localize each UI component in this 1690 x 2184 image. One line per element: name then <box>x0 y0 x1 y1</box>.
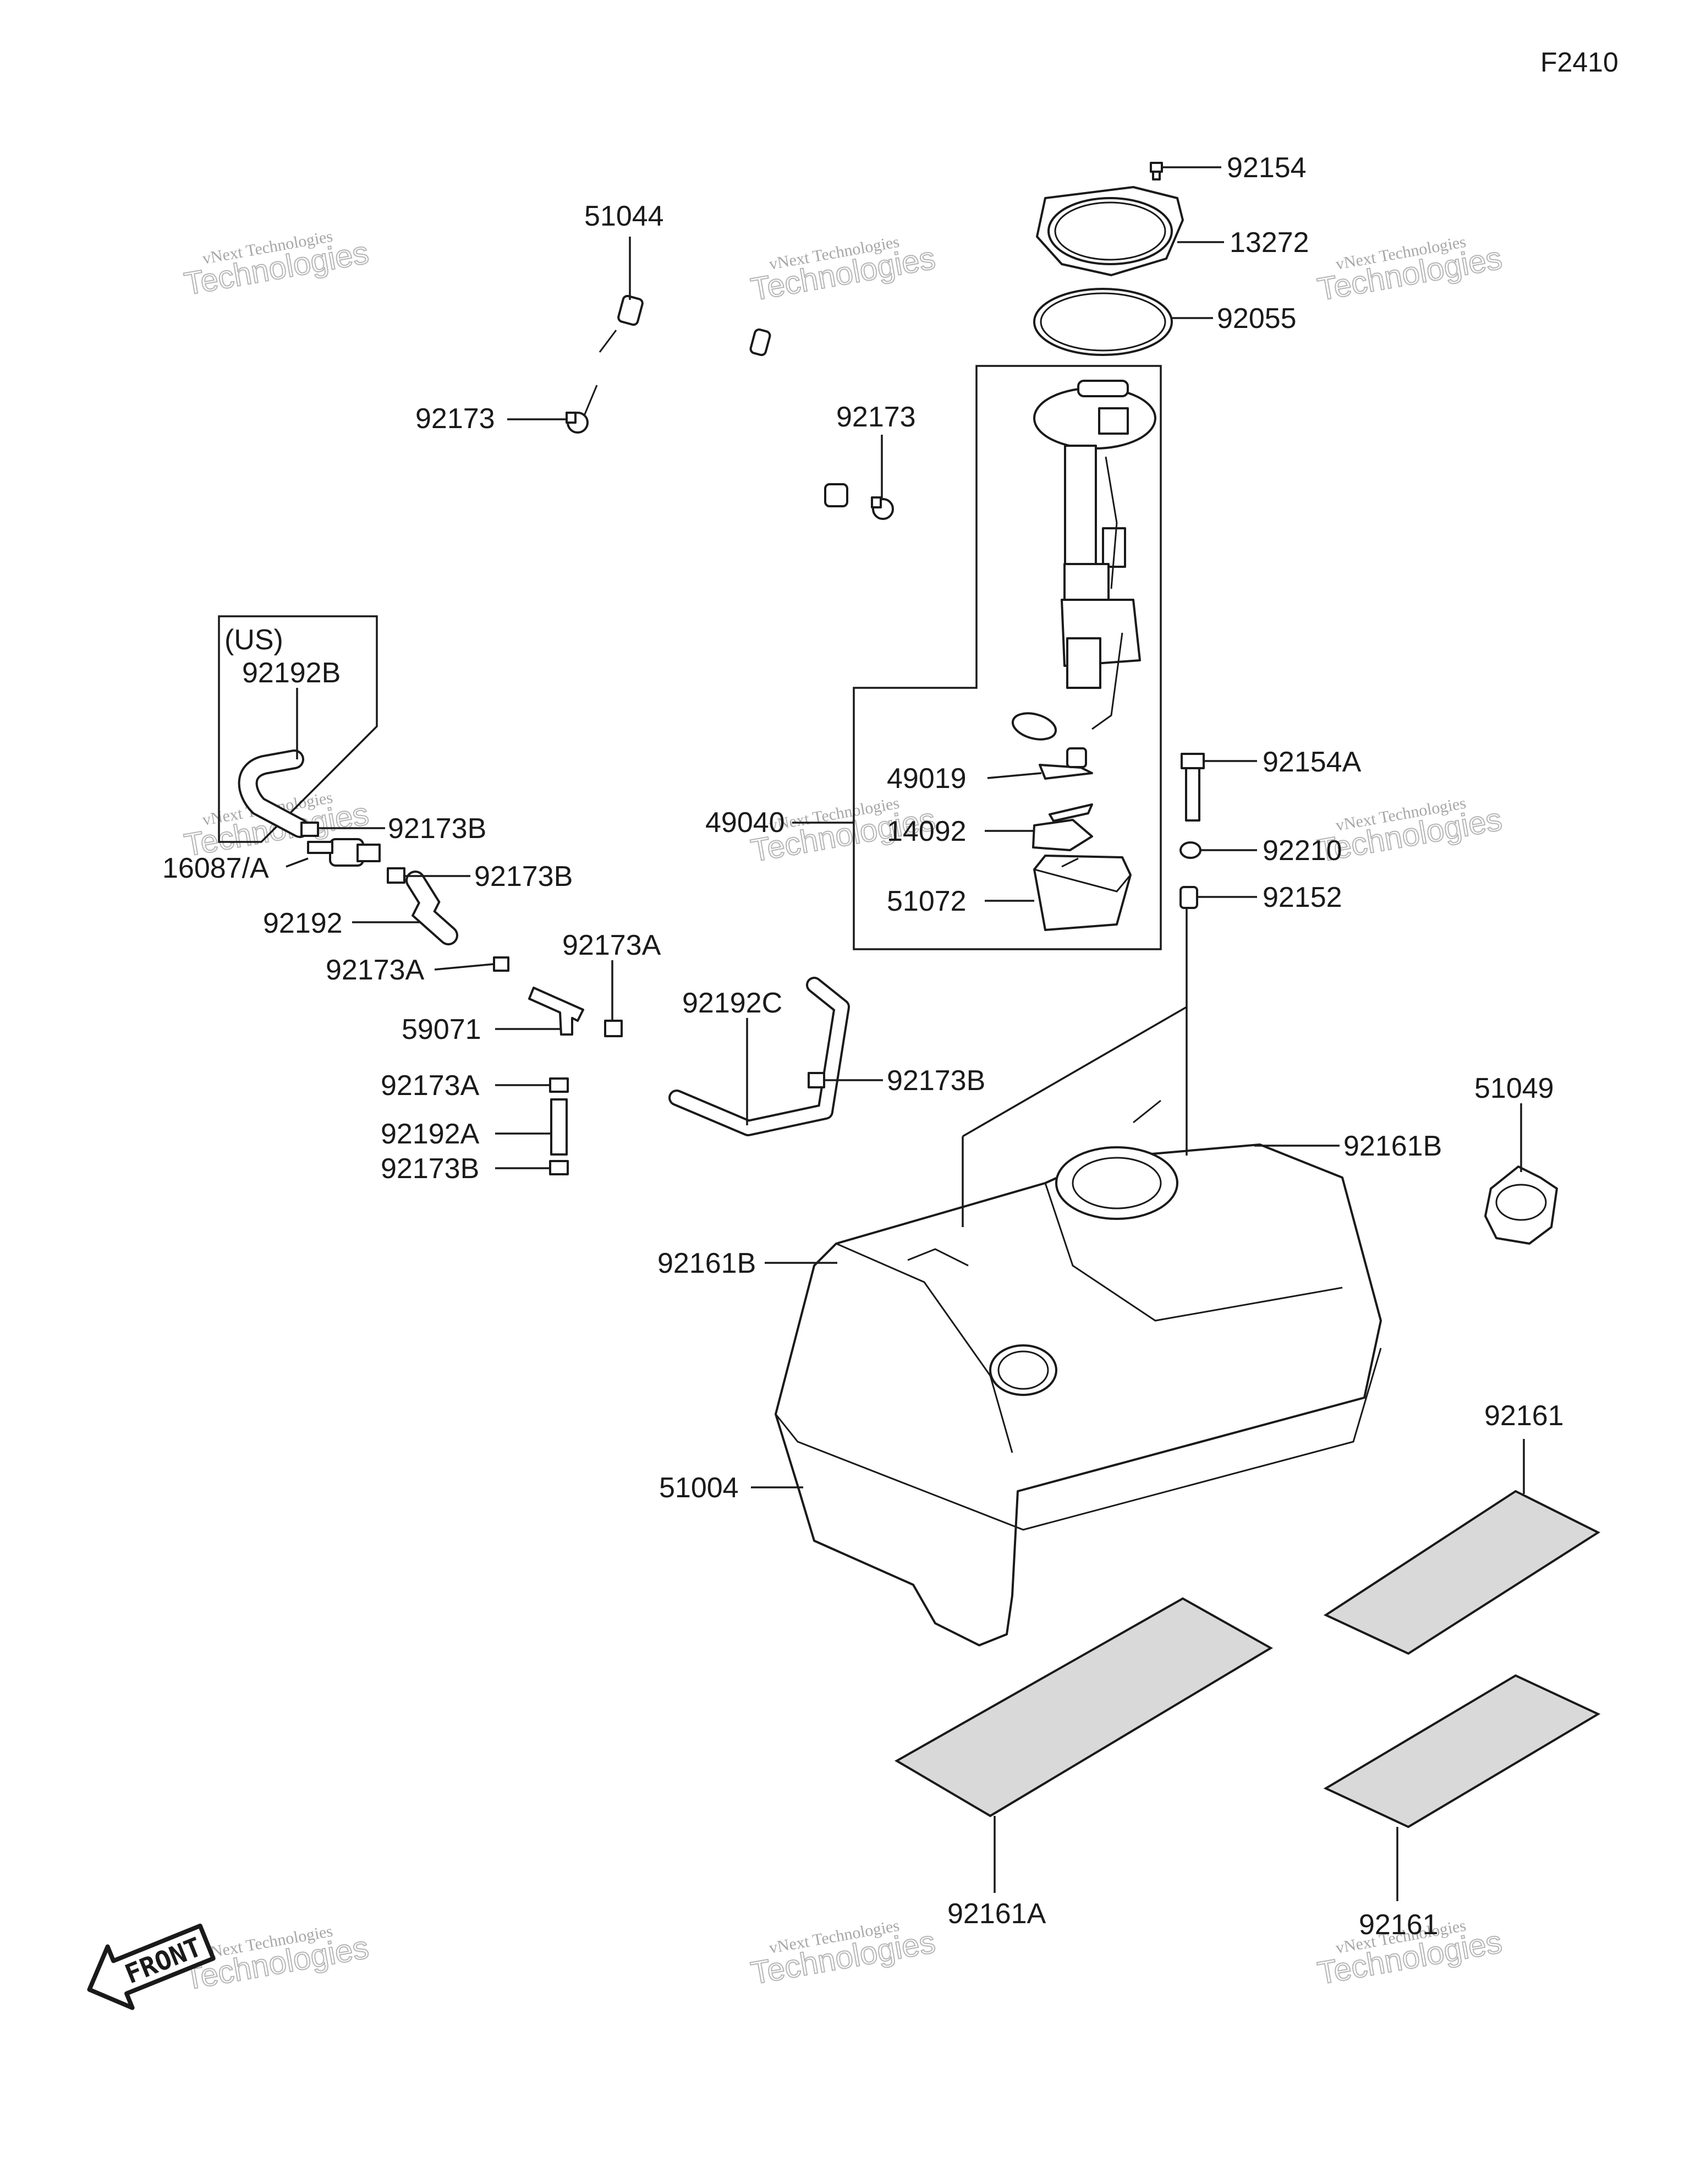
callout-92173: 92173 <box>415 403 495 435</box>
us-hose-group <box>218 615 378 843</box>
callout-14092: 14092 <box>887 815 967 847</box>
gasket-92055 <box>1033 288 1173 356</box>
callout-92161: 92161 <box>1484 1400 1564 1432</box>
clamp-icon <box>387 867 405 884</box>
hose-icon <box>668 977 850 1136</box>
callout-92173A: 92173A <box>381 1070 480 1102</box>
callout-92161B: 92161B <box>1343 1130 1442 1162</box>
callout-51004: 51004 <box>659 1472 739 1504</box>
callout-92192A: 92192A <box>381 1118 480 1150</box>
watermark: vNext Technologies Technologies <box>748 233 939 308</box>
callout-92161: 92161 <box>1359 1909 1439 1941</box>
callout-92210: 92210 <box>1263 835 1342 867</box>
callout-92192B: 92192B <box>242 657 341 689</box>
callout-labels: 51044 92173 92173 92154 13272 92055 4901… <box>162 152 1564 1941</box>
float-arm <box>1011 712 1057 741</box>
callout-92173B: 92173B <box>388 813 486 845</box>
fuel-pump-icon <box>1033 380 1156 730</box>
callout-92173A: 92173A <box>562 929 661 961</box>
callout-92152: 92152 <box>1263 882 1342 913</box>
fuel-pump-group-49040 <box>853 365 1162 950</box>
callout-92161B: 92161B <box>657 1247 756 1279</box>
pad-92161A <box>895 1597 1273 1818</box>
watermark: vNext Technologies Technologies <box>1314 233 1505 308</box>
figure-id: F2410 <box>1540 47 1618 78</box>
clamp-icon <box>493 956 509 972</box>
callout-51072: 51072 <box>887 885 967 917</box>
callout-59071: 59071 <box>402 1014 481 1046</box>
clamp-icon <box>549 1160 569 1175</box>
callout-92173: 92173 <box>836 401 916 433</box>
nut-92210 <box>1179 841 1201 859</box>
hose-92192A <box>550 1098 568 1156</box>
bolt-92154 <box>1150 162 1163 180</box>
callout-92154A: 92154A <box>1263 746 1362 778</box>
front-arrow-icon: FRONT <box>87 1923 216 2010</box>
callout-92173B: 92173B <box>887 1065 985 1097</box>
pad-92161-bottom <box>1323 1674 1601 1829</box>
fuel-cap-icon <box>1484 1165 1558 1245</box>
callout-92055: 92055 <box>1217 303 1297 335</box>
watermark: vNext Technologies Technologies <box>748 1917 939 1992</box>
callout-92161A: 92161A <box>947 1898 1046 1930</box>
clamp-icon <box>604 1020 623 1037</box>
breather-hose-51044 <box>569 294 849 507</box>
clamp-icon <box>808 1072 825 1088</box>
filter-cup-51072 <box>1033 855 1132 931</box>
tee-joint-59071 <box>528 987 584 1036</box>
callout-51049: 51049 <box>1474 1072 1554 1104</box>
callout-92173B: 92173B <box>474 861 573 893</box>
us-note: (US) <box>224 624 283 656</box>
watermark: vNext Technologies Technologies <box>181 227 372 303</box>
clamp-icon <box>566 412 589 434</box>
collar-92152 <box>1179 886 1198 909</box>
callout-13272: 13272 <box>1230 227 1309 259</box>
filter-49019 <box>1039 747 1093 780</box>
clamp-icon <box>300 822 319 837</box>
callout-49040: 49040 <box>705 807 785 839</box>
callout-92192C: 92192C <box>682 987 782 1019</box>
valve-16087A <box>307 838 381 867</box>
callout-92173B: 92173B <box>381 1153 479 1185</box>
hose-icon <box>405 871 458 945</box>
callout-92173A: 92173A <box>326 954 425 986</box>
pad-92161-top <box>1323 1490 1601 1655</box>
fuel-tank-icon <box>775 1099 1382 1646</box>
gasket-14092 <box>1032 803 1093 851</box>
callout-92154: 92154 <box>1227 152 1307 184</box>
callout-92192: 92192 <box>263 907 343 939</box>
hose-icon <box>238 749 310 838</box>
clamp-icon <box>871 496 894 520</box>
callout-49019: 49019 <box>887 763 967 795</box>
clamp-icon <box>549 1077 569 1093</box>
bolt-92154A <box>1181 753 1205 822</box>
plate-13272 <box>1036 186 1184 276</box>
callout-16087A: 16087/A <box>162 852 269 884</box>
leader-lines <box>286 166 1525 1901</box>
callout-51044: 51044 <box>584 200 664 232</box>
